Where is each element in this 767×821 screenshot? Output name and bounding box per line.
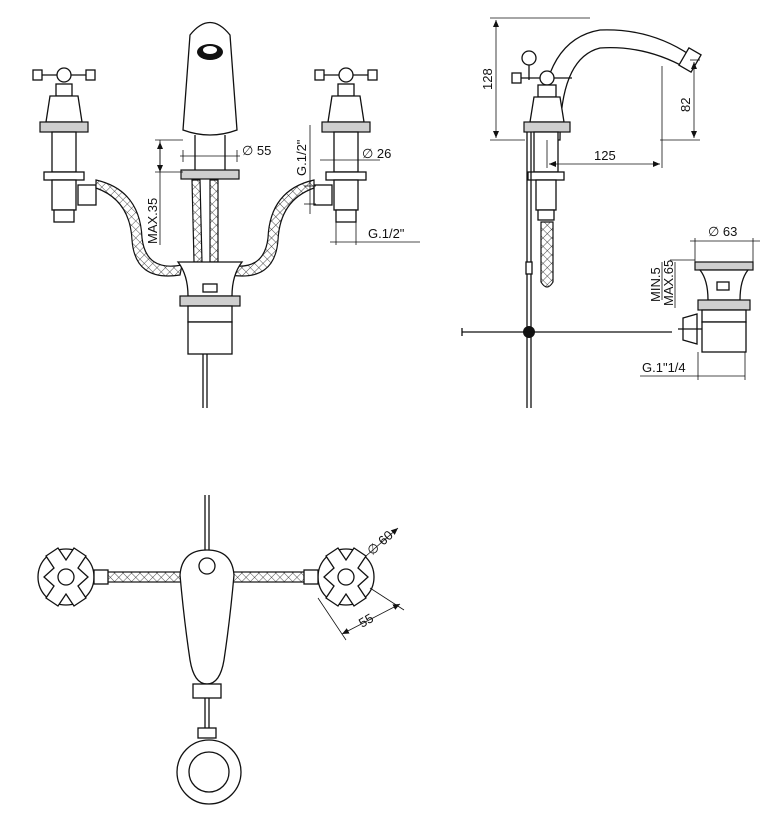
center-hose-right bbox=[209, 179, 219, 263]
center-hose-left bbox=[191, 179, 203, 263]
dim-spout-base: ∅ 55 bbox=[242, 143, 271, 158]
side-dimensions: 128 82 125 bbox=[480, 17, 700, 168]
front-view: MAX.35 ∅ 55 ∅ 26 G.1/2" G.1/2" bbox=[32, 21, 420, 408]
plan-left-handle bbox=[37, 547, 109, 607]
dim-height: 128 bbox=[480, 68, 495, 90]
left-hose bbox=[95, 179, 183, 277]
waste-detail: ∅ 63 MIN.5 MAX.65 G.1"1/4 bbox=[640, 224, 760, 380]
plan-waste-inner bbox=[188, 751, 230, 793]
dim-waste-diameter: ∅ 63 bbox=[708, 224, 737, 239]
tee-body bbox=[176, 261, 244, 408]
dim-spout-height: 82 bbox=[678, 98, 693, 112]
dim-handle-dia: ∅ 60 bbox=[364, 527, 396, 558]
dim-reach: 125 bbox=[594, 148, 616, 163]
plan-spout bbox=[179, 549, 235, 685]
dim-plan-offset: 55 bbox=[356, 610, 376, 630]
right-valve bbox=[313, 67, 378, 223]
spout bbox=[180, 21, 240, 180]
dim-thread-horizontal: G.1/2" bbox=[368, 226, 405, 241]
dim-waste-min: MIN.5 bbox=[648, 267, 663, 302]
front-dimensions: MAX.35 ∅ 55 ∅ 26 G.1/2" G.1/2" bbox=[145, 125, 420, 245]
dim-max-deck: MAX.35 bbox=[145, 198, 160, 244]
dim-waste-max: MAX.65 bbox=[661, 260, 676, 306]
side-view: 128 82 125 bbox=[461, 17, 702, 408]
dim-waste-thread: G.1"1/4 bbox=[642, 360, 686, 375]
left-valve bbox=[32, 67, 97, 223]
dim-valve-body: ∅ 26 bbox=[362, 146, 391, 161]
plan-right-handle bbox=[303, 547, 375, 607]
plan-view: ∅ 60 55 bbox=[37, 495, 405, 805]
dim-thread-vertical: G.1/2" bbox=[294, 139, 309, 176]
